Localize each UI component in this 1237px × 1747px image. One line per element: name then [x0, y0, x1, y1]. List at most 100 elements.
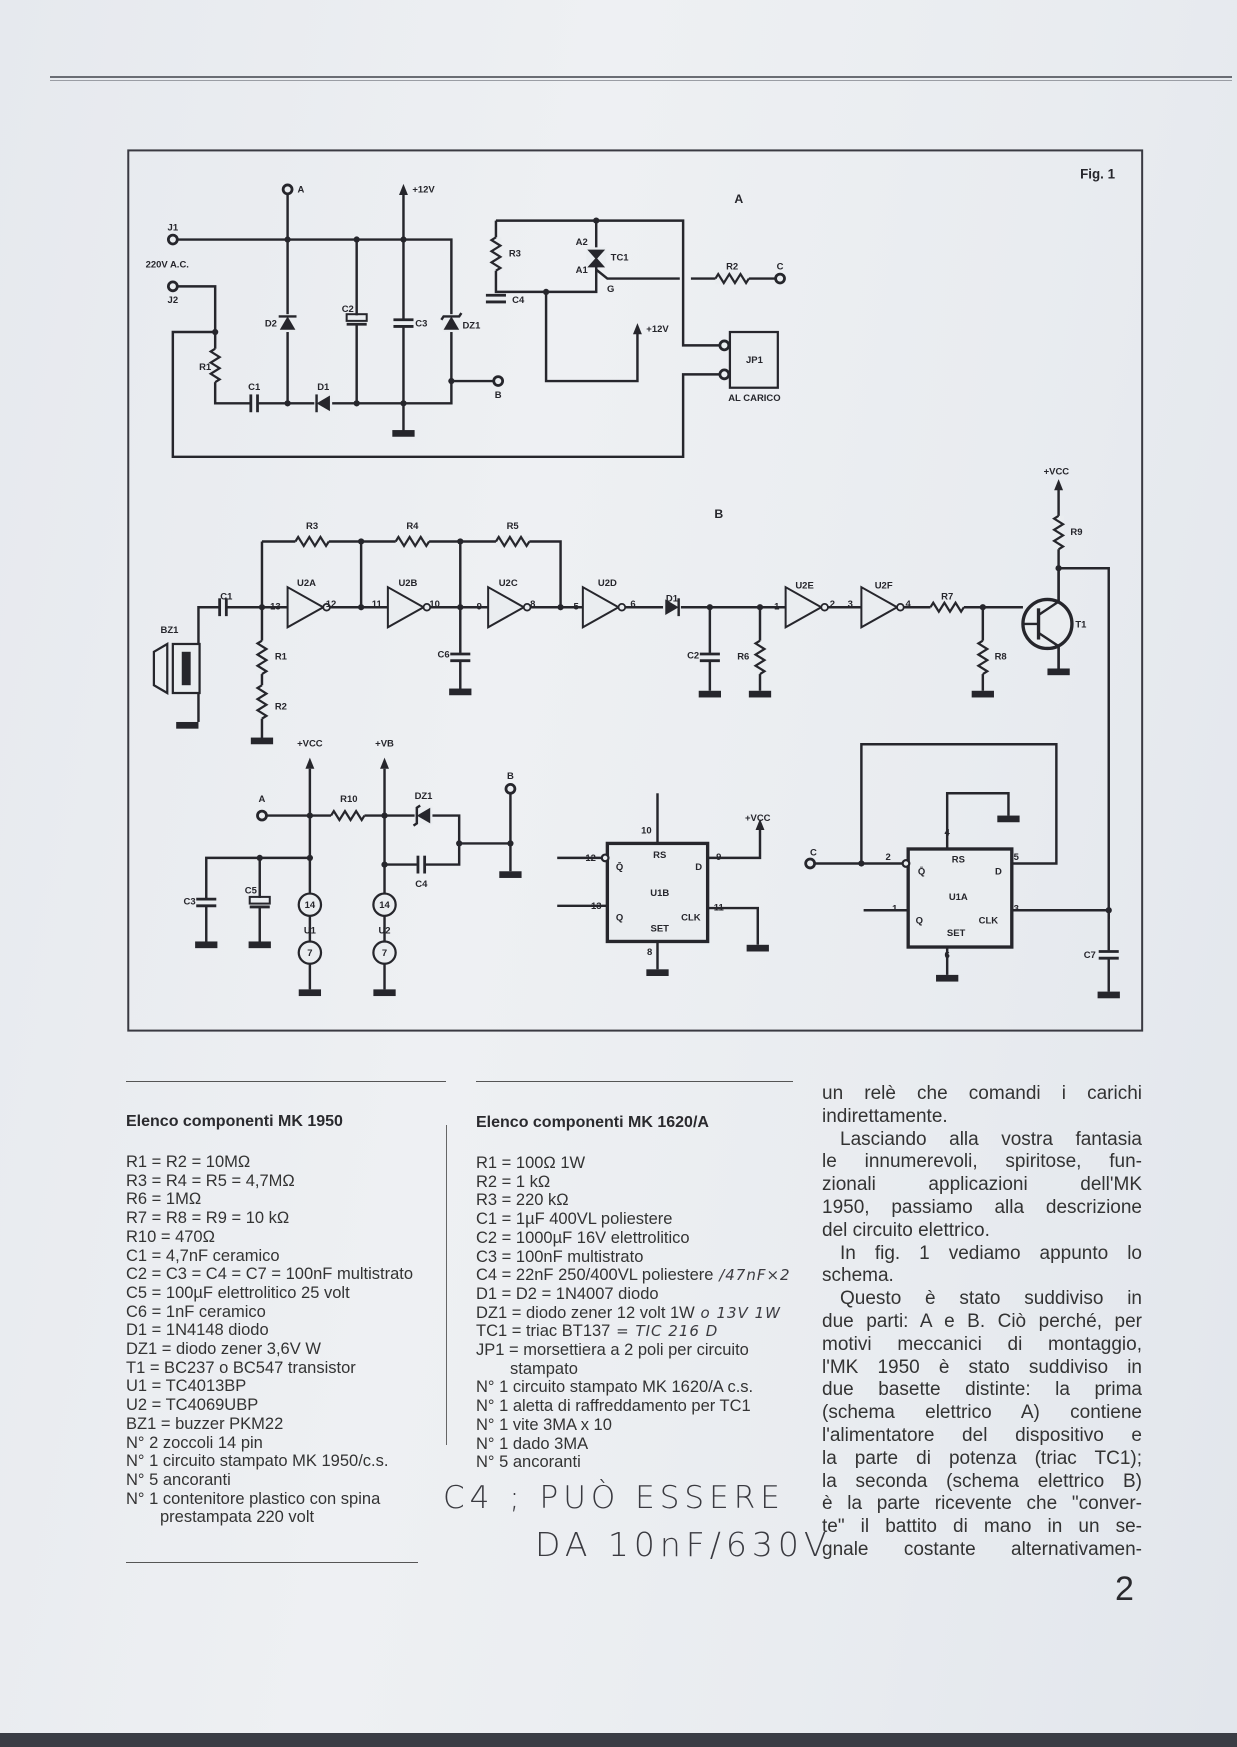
parts-list-item: N° 1 circuito stampato MK 1950/c.s. — [126, 1452, 389, 1471]
body-text-line: le innumerevoli, spiritose, fun- — [822, 1151, 1142, 1173]
page-number: 2 — [1115, 1570, 1134, 1608]
schematic-label: C3 — [415, 318, 427, 329]
wire — [261, 814, 511, 845]
schematic-label: C4 — [415, 879, 428, 890]
parts-list-item: N° 2 zoccoli 14 pin — [126, 1433, 263, 1452]
schematic-label: R8 — [995, 652, 1007, 663]
supply-arrow — [399, 183, 408, 195]
parts-list-item: C2 = 1000µF 16V elettrolitico — [476, 1228, 690, 1247]
schematic-label: CLK — [979, 916, 999, 927]
terminal — [718, 339, 731, 352]
body-text-line: indirettamente. — [822, 1105, 948, 1127]
junction-dot — [593, 217, 600, 224]
schematic-label: C2 — [687, 650, 699, 661]
junction-dot — [358, 538, 365, 545]
schematic-label: C2 — [342, 304, 354, 315]
column-rule-left-bottom — [126, 1562, 418, 1563]
column-rule-left-top — [126, 1081, 446, 1082]
parts-list-item: N° 1 contenitore plastico con spina — [126, 1489, 381, 1508]
schematic-label: U2F — [875, 580, 893, 591]
parts-list-item: N° 1 dado 3MA — [476, 1434, 589, 1453]
wire — [197, 605, 288, 650]
terminal — [492, 375, 505, 387]
inverted-pin — [901, 859, 911, 868]
supply-arrow — [755, 818, 765, 831]
wire — [860, 743, 1058, 865]
ground-symbol — [746, 944, 769, 952]
schematic-label: 4 — [945, 828, 951, 839]
parts-list-item: U1 = TC4013BP — [126, 1377, 247, 1396]
schematic-label: U1B — [650, 888, 669, 899]
diode — [665, 599, 679, 616]
schematic-label: A — [298, 185, 305, 196]
schematic-label: JP1 — [746, 355, 763, 366]
schematic-label: D2 — [265, 318, 277, 329]
terminal — [166, 233, 179, 246]
body-text-line: due basette distinte: la prima — [822, 1379, 1142, 1401]
body-text-line: In fig. 1 vediamo appunto lo — [840, 1242, 1142, 1264]
body-text-line: (schema elettrico A) contiene — [822, 1402, 1142, 1424]
schematic-label: 11 — [714, 902, 724, 913]
schematic-label: +VCC — [745, 813, 771, 824]
inverter-gate — [487, 585, 526, 629]
parts-list-item: C4 = 22nF 250/400VL poliestere /47nF×2 — [476, 1266, 791, 1285]
schematic-label: 220V A.C. — [146, 259, 189, 270]
schematic-label: Fig. 1 — [1080, 166, 1115, 181]
schematic-label: J2 — [168, 295, 179, 306]
schematic-label: A — [259, 794, 266, 805]
schematic-label: 10 — [641, 825, 652, 836]
parts-list-item: JP1 = morsettiera a 2 poli per circuito — [476, 1341, 749, 1360]
junction-dot — [256, 854, 263, 862]
schematic-label: U2E — [795, 580, 813, 591]
schematic-label: C3 — [183, 897, 195, 908]
body-text-line: schema. — [822, 1265, 894, 1287]
schematic-label: Q — [616, 912, 623, 923]
buzzer-horn — [152, 642, 169, 695]
flipflop-u1b — [605, 841, 710, 944]
schematic-label: R6 — [737, 652, 749, 663]
inverter-bubble — [422, 602, 432, 612]
parts-list-item: TC1 = triac BT137 = TIC 216 D — [476, 1322, 719, 1341]
schematic-label: T1 — [1075, 619, 1086, 630]
inverter-bubble — [617, 602, 627, 612]
parts-list-item: R3 = R4 = R5 = 4,7MΩ — [126, 1171, 295, 1190]
body-text-line: 1950, passiamo alla descrizione — [822, 1196, 1142, 1218]
resistor — [929, 600, 965, 614]
schematic-label: B — [714, 507, 723, 521]
schematic-label: 5 — [1014, 852, 1019, 863]
inverted-pin — [600, 853, 610, 863]
triac — [587, 249, 606, 260]
ground-symbol — [499, 871, 522, 878]
ground-symbol — [646, 969, 669, 977]
body-text-line: la seconda (schema elettrico B) — [822, 1470, 1142, 1492]
schematic-label: 6 — [630, 599, 635, 610]
handwritten-annotation: /47nF×2 — [713, 1266, 791, 1285]
junction-dot — [557, 604, 564, 611]
schematic-label: C7 — [1084, 950, 1096, 961]
body-text-line: l'alimentatore del dispositivo e — [822, 1424, 1142, 1446]
ground-symbol — [698, 690, 722, 698]
ground-symbol — [449, 688, 472, 696]
schematic-label: B — [507, 771, 514, 782]
junction-dot — [542, 288, 550, 296]
diode — [279, 316, 296, 330]
scan-edge — [0, 1733, 1237, 1747]
wire — [495, 219, 725, 347]
supply-arrow — [1054, 479, 1064, 491]
schematic-label: BZ1 — [161, 625, 179, 636]
body-text-line: del circuito elettrico. — [822, 1219, 990, 1241]
schematic-label: A1 — [576, 265, 588, 276]
schematic-label: U1 — [304, 926, 316, 937]
schematic-label: 13 — [270, 601, 281, 612]
parts-list-item: R2 = 1 kΩ — [476, 1172, 551, 1191]
column-rule-middle-top — [476, 1081, 793, 1082]
schematic-label: D1 — [666, 594, 678, 605]
wire — [544, 291, 639, 383]
junction-dot — [448, 377, 455, 385]
schematic-label: B — [495, 390, 502, 401]
ground-symbol — [250, 737, 274, 745]
parts-list-item: stampato — [510, 1359, 578, 1378]
capacitor-plate — [345, 313, 368, 322]
capacitor-bg — [346, 315, 367, 325]
terminal — [718, 368, 731, 381]
